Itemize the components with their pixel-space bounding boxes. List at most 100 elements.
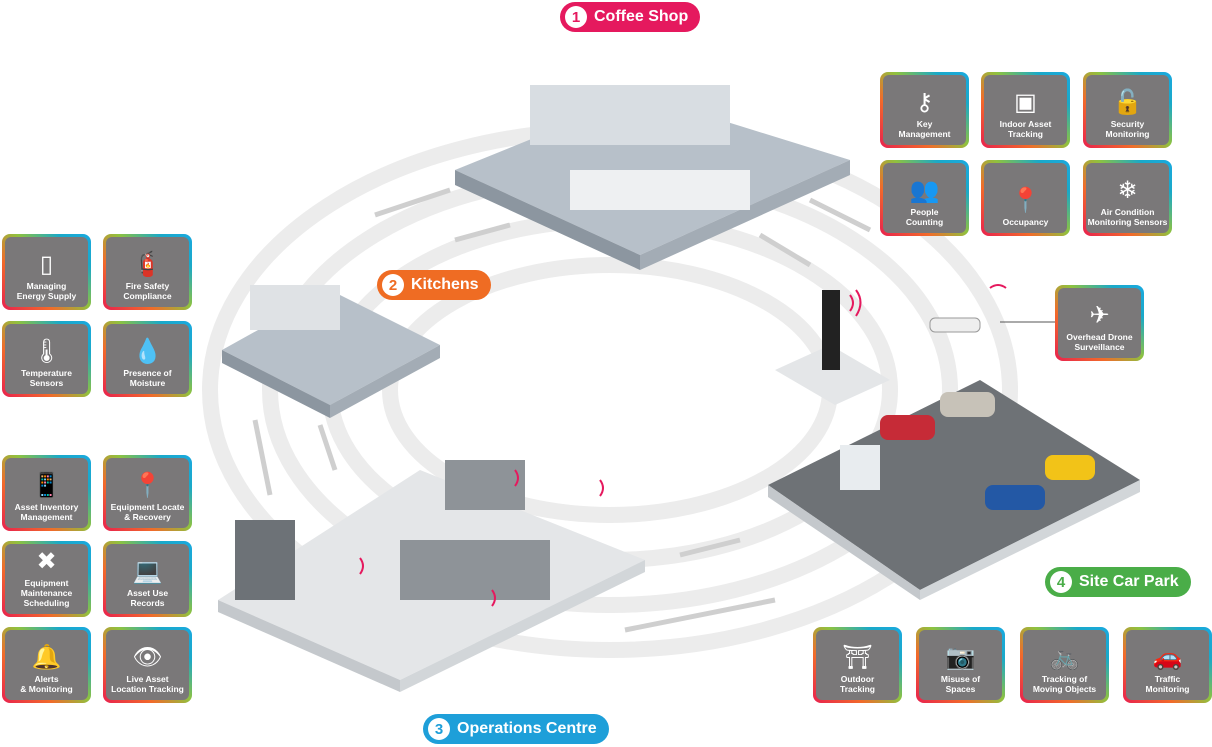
drone-icon: ✈ — [1089, 302, 1110, 329]
tile-label: Presence of Moisture — [123, 368, 172, 388]
feature-tile-managing-energy-supply: ▯ Managing Energy Supply — [2, 234, 91, 310]
feature-tile-presence-of-moisture: 💧 Presence of Moisture — [103, 321, 192, 397]
feature-tile-asset-use-records: 💻 Asset Use Records — [103, 541, 192, 617]
zone-title: Kitchens — [411, 276, 479, 293]
tile-label: People Counting — [905, 207, 944, 227]
feature-tile-people-counting: 👥 People Counting — [880, 160, 969, 236]
tools-icon: ✖ — [36, 548, 57, 575]
zone-title: Coffee Shop — [594, 8, 689, 25]
feature-tile-temperature-sensors: 🌡 Temperature Sensors — [2, 321, 91, 397]
tile-body: ❄ Air Condition Monitoring Sensors — [1086, 163, 1169, 233]
tile-body: 👥 People Counting — [883, 163, 966, 233]
snowflake-icon: ❄ — [1117, 177, 1138, 204]
bicycle-icon: 🚲 — [1049, 644, 1080, 671]
coffee-shop-platform — [455, 85, 850, 270]
zone-number: 3 — [428, 718, 450, 740]
tile-label: Outdoor Tracking — [840, 674, 875, 694]
zone-label-site-car-park: 4 Site Car Park — [1045, 567, 1191, 597]
tile-body: ⚷ Key Management — [883, 75, 966, 145]
feature-tile-alerts-monitoring: 🔔 Alerts & Monitoring — [2, 627, 91, 703]
tile-label: Alerts & Monitoring — [20, 674, 73, 694]
flow-arrows — [252, 187, 872, 633]
tile-label: Traffic Monitoring — [1145, 674, 1190, 694]
tile-label: Asset Use Records — [126, 588, 169, 608]
tile-label: Air Condition Monitoring Sensors — [1087, 207, 1168, 227]
drone — [929, 317, 1055, 333]
tile-body: 🔔 Alerts & Monitoring — [5, 630, 88, 700]
zone-title: Operations Centre — [457, 720, 597, 737]
zone-number: 4 — [1050, 571, 1072, 593]
padlock-icon: 🔓 — [1112, 89, 1143, 116]
tile-body: 👁 Live Asset Location Tracking — [106, 630, 189, 700]
feature-tile-traffic-monitoring: 🚗 Traffic Monitoring — [1123, 627, 1212, 703]
guard-platform — [775, 290, 890, 405]
tile-body: 💻 Asset Use Records — [106, 544, 189, 614]
tile-body: 📍 Occupancy — [984, 163, 1067, 233]
bell-clock-icon: 🔔 — [31, 644, 62, 671]
tile-label: Managing Energy Supply — [16, 281, 77, 301]
tile-label: Asset Inventory Management — [14, 502, 79, 522]
tile-body: 🧯Fire Safety Compliance — [106, 237, 189, 307]
zone-label-operations-centre: 3 Operations Centre — [423, 714, 609, 744]
feature-tile-security-monitoring: 🔓 Security Monitoring — [1083, 72, 1172, 148]
map-pin-icon: 📍 — [132, 472, 163, 499]
feature-tile-misuse-of-spaces: 📷 Misuse of Spaces — [916, 627, 1005, 703]
tile-body: 💧 Presence of Moisture — [106, 324, 189, 394]
zone-title: Site Car Park — [1079, 573, 1179, 590]
laptop-icon: 💻 — [132, 558, 163, 585]
tile-label: Security Monitoring — [1105, 119, 1150, 139]
fire-extinguisher-icon: 🧯 — [132, 251, 163, 278]
feature-tile-fire-safety-compliance: 🧯Fire Safety Compliance — [103, 234, 192, 310]
feature-tile-live-asset-location-tracking: 👁 Live Asset Location Tracking — [103, 627, 192, 703]
cctv-camera-icon: 📷 — [945, 644, 976, 671]
feature-tile-equipment-locate-recovery: 📍 Equipment Locate & Recovery — [103, 455, 192, 531]
feature-tile-indoor-asset-tracking: ▣ Indoor Asset Tracking — [981, 72, 1070, 148]
tile-label: Key Management — [898, 119, 951, 139]
key-location-icon: ⚷ — [915, 89, 934, 116]
tile-label: Equipment Maintenance Scheduling — [20, 578, 73, 608]
tile-body: 🚲 Tracking of Moving Objects — [1023, 630, 1106, 700]
eye-icon: 👁 — [132, 644, 163, 671]
location-pin-person-icon: 📍 — [1010, 187, 1041, 214]
cars-icon: 🚗 — [1152, 644, 1183, 671]
tile-label: Tracking of Moving Objects — [1032, 674, 1097, 694]
tile-label: Indoor Asset Tracking — [999, 119, 1052, 139]
gate-pin-icon: ⛩ — [842, 644, 873, 671]
operations-platform — [218, 460, 645, 692]
feature-tile-equipment-maintenance-scheduling: ✖ Equipment Maintenance Scheduling — [2, 541, 91, 617]
tile-body: ✖ Equipment Maintenance Scheduling — [5, 544, 88, 614]
feature-tile-occupancy: 📍 Occupancy — [981, 160, 1070, 236]
water-drop-icon: 💧 — [132, 338, 163, 365]
tile-label: Occupancy — [1002, 217, 1049, 227]
feature-tile-asset-inventory-management: 📱 Asset Inventory Management — [2, 455, 91, 531]
feature-tile-outdoor-tracking: ⛩ Outdoor Tracking — [813, 627, 902, 703]
feature-tile-overhead-drone-surveillance: ✈ Overhead Drone Surveillance — [1055, 285, 1144, 361]
inventory-icon: 📱 — [31, 472, 62, 499]
tile-label: Live Asset Location Tracking — [111, 674, 184, 694]
tile-body: 📱 Asset Inventory Management — [5, 458, 88, 528]
battery-icon: ▯ — [39, 251, 54, 278]
feature-tile-key-management: ⚷ Key Management — [880, 72, 969, 148]
tile-label: Misuse of Spaces — [940, 674, 981, 694]
zone-label-coffee-shop: 1 Coffee Shop — [560, 2, 701, 32]
people-icon: 👥 — [909, 177, 940, 204]
maze-icon: ▣ — [1014, 89, 1037, 116]
tile-label: Temperature Sensors — [21, 368, 72, 388]
tile-label: Overhead Drone Surveillance — [1066, 332, 1133, 352]
tile-body: ▯ Managing Energy Supply — [5, 237, 88, 307]
tile-body: 📷 Misuse of Spaces — [919, 630, 1002, 700]
tile-body: 📍 Equipment Locate & Recovery — [106, 458, 189, 528]
car-park-platform — [768, 380, 1140, 600]
signal-icons — [359, 284, 1007, 607]
tile-body: 🔓 Security Monitoring — [1086, 75, 1169, 145]
tile-body: ✈ Overhead Drone Surveillance — [1058, 288, 1141, 358]
tile-body: 🌡 Temperature Sensors — [5, 324, 88, 394]
tile-body: 🚗 Traffic Monitoring — [1126, 630, 1209, 700]
thermometer-icon: 🌡 — [31, 338, 62, 365]
tile-label: Equipment Locate & Recovery — [110, 502, 185, 522]
tile-body: ▣ Indoor Asset Tracking — [984, 75, 1067, 145]
zone-number: 1 — [565, 6, 587, 28]
kitchens-platform — [222, 285, 440, 418]
